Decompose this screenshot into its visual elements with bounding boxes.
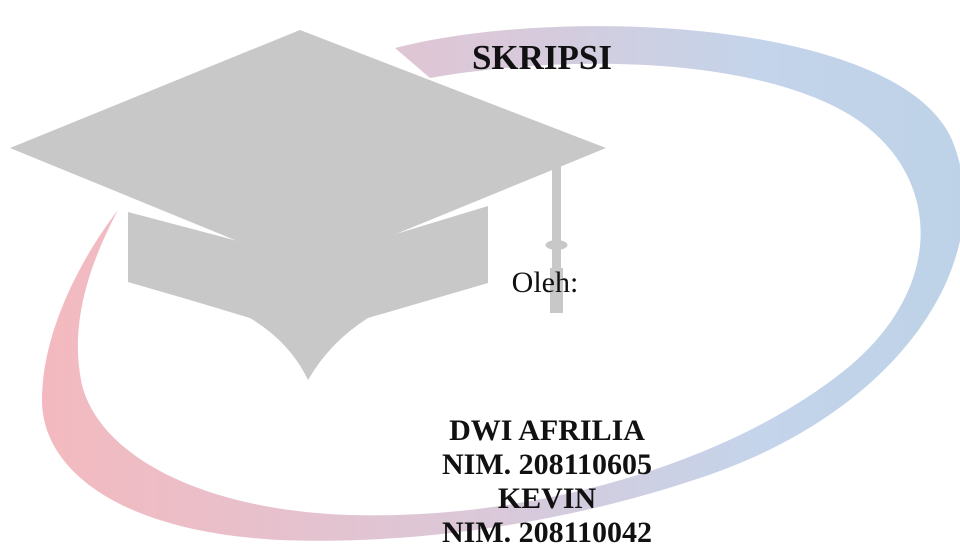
- author-nim: NIM. 208110605: [442, 448, 652, 481]
- graduation-cap-icon: [10, 30, 606, 380]
- document-title: SKRIPSI: [471, 38, 613, 77]
- swoosh-ring-icon: [42, 26, 960, 541]
- author-name: KEVIN: [497, 482, 597, 515]
- author-nim: NIM. 208110042: [442, 516, 652, 549]
- author-name: DWI AFRILIA: [449, 414, 645, 447]
- by-label: Oleh:: [511, 266, 579, 299]
